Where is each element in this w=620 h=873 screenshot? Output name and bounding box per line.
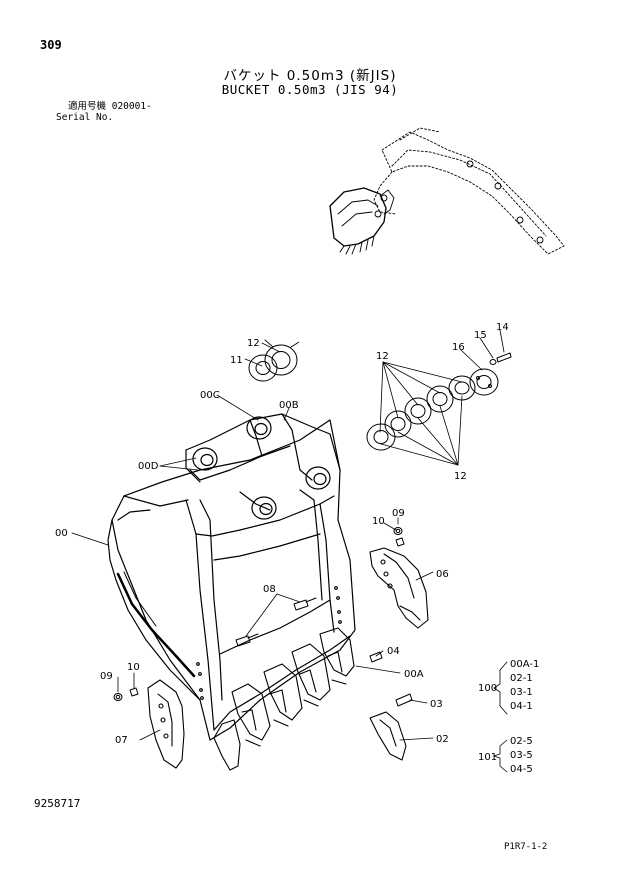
page-code: P1R7-1-2 xyxy=(504,842,548,852)
callout-09-right: 09 xyxy=(392,508,405,519)
bucket-body xyxy=(107,413,356,741)
kit-101-item: 04-5 xyxy=(510,764,533,775)
callout-04: 04 xyxy=(387,646,400,657)
kit-100-label: 100 xyxy=(478,683,497,694)
page-number: 309 xyxy=(40,38,62,52)
kit-101-label: 101 xyxy=(478,752,497,763)
callout-labels: 12 11 00C 00B 00D 00 08 10 09 06 04 00A … xyxy=(55,322,539,775)
nut-and-washer-right xyxy=(393,527,405,547)
kit-100-item: 03-1 xyxy=(510,687,533,698)
page-title-japanese: バケット 0.50m3 (新JIS) xyxy=(223,68,397,84)
shims-right xyxy=(366,352,512,451)
kit-101-item: 03-5 xyxy=(510,750,533,761)
callout-12-left: 12 xyxy=(247,338,260,349)
callout-15: 15 xyxy=(474,330,487,341)
callout-00: 00 xyxy=(55,528,68,539)
serial-label-japanese: 適用号機 020001- xyxy=(68,101,152,112)
callout-12-top: 12 xyxy=(376,351,389,362)
nut-and-washer-left xyxy=(113,687,139,701)
callout-00c: 00C xyxy=(200,390,220,401)
shims-left xyxy=(248,339,300,382)
callout-09-left: 09 xyxy=(100,671,113,682)
callout-00a: 00A xyxy=(404,669,424,680)
callout-02: 02 xyxy=(436,734,449,745)
callout-07: 07 xyxy=(115,735,128,746)
serial-label-english: Serial No. xyxy=(56,112,114,123)
callout-11: 11 xyxy=(230,355,243,366)
callout-06: 06 xyxy=(436,569,449,580)
callout-10-left: 10 xyxy=(127,662,140,673)
document-number: 9258717 xyxy=(34,797,81,810)
callout-00b: 00B xyxy=(279,400,299,411)
side-cutter-07 xyxy=(147,679,185,769)
callout-12-bottom: 12 xyxy=(454,471,467,482)
kit-101-item: 02-5 xyxy=(510,736,533,747)
page-title-english: BUCKET 0.50m3 (JIS 94) xyxy=(221,82,399,97)
side-cutter-06 xyxy=(369,547,429,629)
callout-08: 08 xyxy=(263,584,276,595)
tooth-02 xyxy=(369,711,407,761)
pin-04 xyxy=(369,651,383,663)
callout-14: 14 xyxy=(496,322,509,333)
kit-100-item: 00A-1 xyxy=(510,659,539,670)
excavator-arm-illustration xyxy=(329,127,565,255)
callout-16: 16 xyxy=(452,342,465,353)
leader-lines xyxy=(71,329,508,773)
callout-00d: 00D xyxy=(138,461,159,472)
kit-100-item: 02-1 xyxy=(510,673,533,684)
bucket-teeth xyxy=(213,627,355,771)
callout-03: 03 xyxy=(430,699,443,710)
kit-100-item: 04-1 xyxy=(510,701,533,712)
bolts-08 xyxy=(235,597,317,647)
callout-10-right: 10 xyxy=(372,516,385,527)
